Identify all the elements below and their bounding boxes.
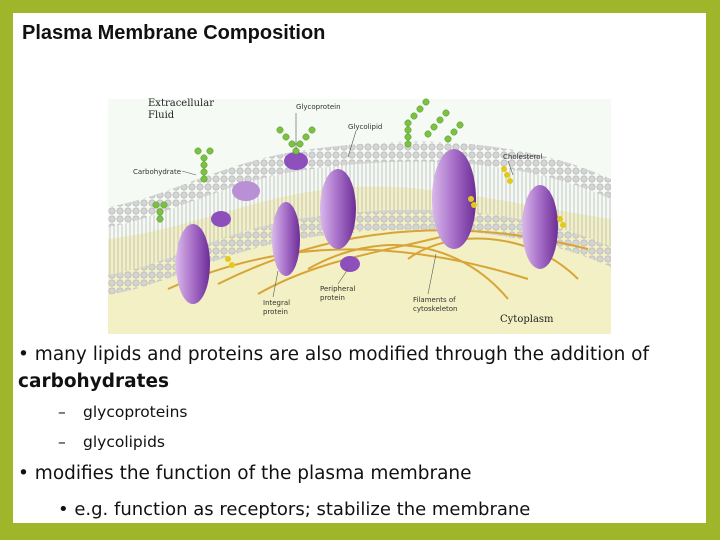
bullet-modifies-function: • modifies the function of the plasma me… (18, 463, 472, 484)
carbohydrate-chains (152, 98, 464, 223)
glycoprotein-core (284, 152, 308, 170)
label-cholesterol: Cholesterol (503, 153, 543, 161)
sub-bullet-glycoproteins: –glycoproteins (58, 403, 188, 421)
label-peripheral: Peripheral (320, 285, 355, 293)
peripheral-protein (340, 256, 360, 272)
integral-protein-5 (522, 185, 558, 269)
outer-leaflet-heads (108, 141, 611, 227)
bullet-carbohydrate-modification: • many lipids and proteins are also modi… (18, 341, 698, 395)
cholesterol-molecules (225, 166, 566, 268)
integral-protein-1 (176, 224, 210, 304)
integral-protein-4 (432, 149, 476, 249)
sub-bullet-glycolipids: –glycolipids (58, 433, 165, 451)
sub-bullet-text: glycoproteins (83, 403, 188, 421)
bullet1-text: • many lipids and proteins are also modi… (18, 344, 650, 365)
membrane-illustration: Extracellular Fluid Glycoprotein Glycoli… (108, 79, 611, 334)
sub-dash: – (58, 403, 66, 421)
sub-bullet-text: glycolipids (83, 433, 165, 451)
label-integral-protein: protein (263, 308, 288, 316)
label-extracellular: Extracellular (148, 98, 214, 109)
label-peripheral-protein: protein (320, 294, 345, 302)
slide: Plasma Membrane Composition (13, 13, 706, 523)
label-filaments: Filaments of (413, 296, 456, 304)
label-glycolipid: Glycolipid (348, 123, 382, 131)
label-cytoskeleton: cytoskeleton (413, 305, 458, 313)
membrane-diagram: Extracellular Fluid Glycoprotein Glycoli… (108, 79, 611, 334)
integral-protein-3 (320, 169, 356, 249)
sub-dash: – (58, 433, 66, 451)
bullet-example: • e.g. function as receptors; stabilize … (58, 499, 531, 520)
inner-leaflet-heads (108, 209, 611, 295)
slide-title: Plasma Membrane Composition (22, 22, 326, 44)
bullet1-bold-term: carbohydrates (18, 371, 170, 392)
label-carbohydrate: Carbohydrate (133, 168, 181, 176)
label-glycoprotein: Glycoprotein (296, 103, 341, 111)
label-cytoplasm: Cytoplasm (500, 314, 554, 325)
label-fluid: Fluid (148, 110, 175, 121)
integral-protein-2 (272, 202, 300, 276)
label-integral: Integral (263, 299, 290, 307)
